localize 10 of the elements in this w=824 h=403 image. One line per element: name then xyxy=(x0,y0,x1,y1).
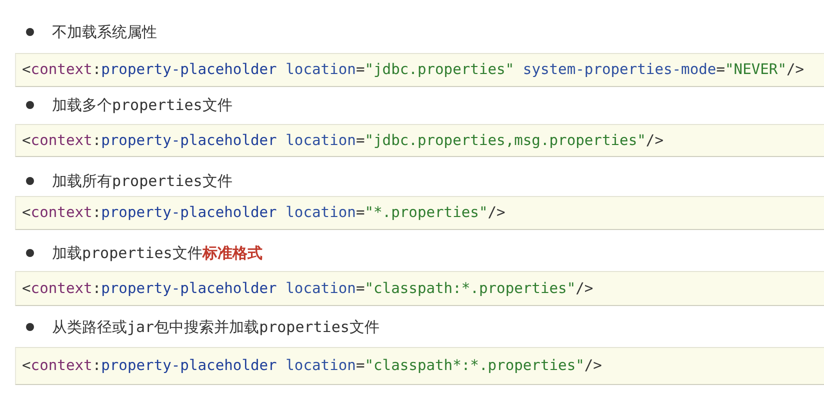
code-block: <context:property-placeholder location="jdbc.properties,msg.properties"/> xyxy=(15,124,824,157)
list-item-text: 加载多个properties文件 xyxy=(52,95,232,115)
code-block: <context:property-placeholder location="classpath:*.properties"/> xyxy=(15,271,824,306)
list-item-text: 加载所有properties文件 xyxy=(52,171,232,191)
list-item-text: 不加载系统属性 xyxy=(52,22,157,42)
code-block: <context:property-placeholder location="classpath*:*.properties"/> xyxy=(15,347,824,385)
code-block: <context:property-placeholder location="jdbc.properties" system-properties-mode="NEVER"/> xyxy=(15,53,824,87)
list-item-text: 从类路径或jar包中搜索并加载properties文件 xyxy=(52,317,380,337)
list-item-text: 加载properties文件标准格式 xyxy=(52,243,262,263)
code-block: <context:property-placeholder location="*.properties"/> xyxy=(15,196,824,230)
